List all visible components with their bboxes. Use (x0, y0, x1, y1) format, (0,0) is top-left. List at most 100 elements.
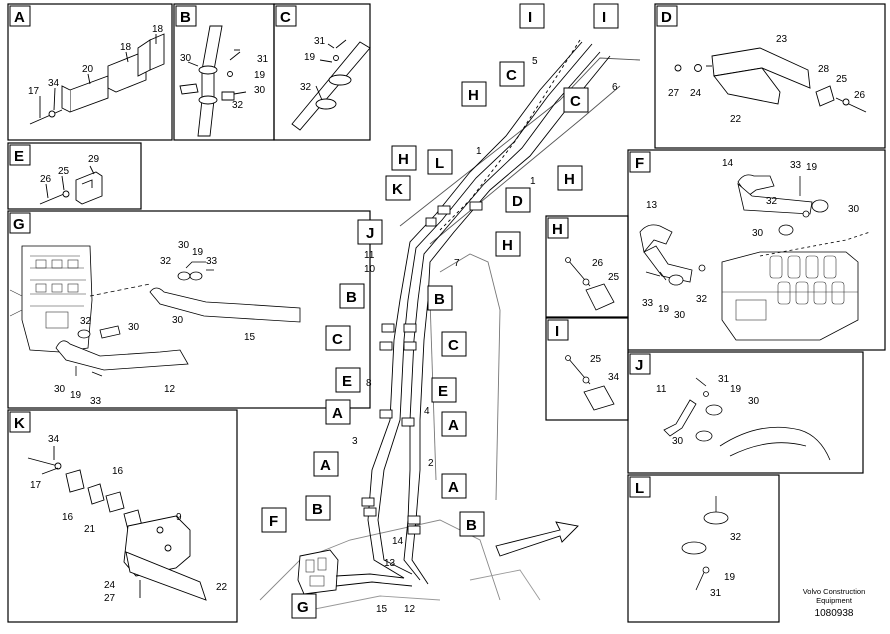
panel-c-labels: 31 19 32 (300, 36, 326, 93)
panel-g-drawing (9, 245, 301, 377)
main-part-label: 14 (392, 536, 404, 547)
panel-g-part-label: 15 (244, 332, 256, 343)
panel-f-part-label: 14 (722, 158, 734, 169)
main-part-label: 7 (454, 258, 460, 269)
panel-g-part-label: 32 (80, 316, 92, 327)
figure-footer: Volvo Construction Equipment 1080938 (803, 587, 866, 619)
panel-j-frame (627, 351, 864, 474)
panel-d-part-label: 27 (668, 88, 680, 99)
panel-g-part-label: 33 (206, 256, 218, 267)
panel-i-drawing (565, 355, 615, 411)
panel-k-part-label: 21 (84, 524, 96, 535)
panel-k-part-label: 16 (112, 466, 124, 477)
main-callouts: I I C H C H H L K D H J B B C C E E A A … (261, 3, 619, 619)
panel-f-part-label: 32 (696, 294, 708, 305)
panel-b-part-label: 31 (257, 54, 269, 65)
panel-d-frame (654, 3, 886, 149)
panel-e-part-label: 25 (58, 166, 70, 177)
panel-c-part-label: 31 (314, 36, 326, 47)
panel-a-part-label: 20 (82, 64, 94, 75)
main-part-label: 1 (530, 176, 536, 187)
callout-c: C (332, 331, 343, 348)
panel-h-part-label: 25 (608, 272, 620, 283)
panel-c-part-label: 19 (304, 52, 316, 63)
panel-letter-j: J (635, 357, 643, 374)
panel-letter-e: E (14, 148, 24, 165)
callout-g: G (297, 599, 309, 616)
panel-letter-a: A (14, 9, 25, 26)
callout-c: C (506, 67, 517, 84)
panel-f-part-label: 30 (752, 228, 764, 239)
callout-b: B (466, 517, 477, 534)
callout-f: F (269, 513, 278, 530)
panel-l-frame (627, 474, 780, 623)
panel-l-part-label: 19 (724, 572, 736, 583)
panel-i-part-label: 34 (608, 372, 620, 383)
panel-e-part-label: 26 (40, 174, 52, 185)
panel-b-part-label: 30 (254, 85, 266, 96)
panel-b-part-label: 32 (232, 100, 244, 111)
panel-j-part-label: 30 (748, 396, 760, 407)
callout-b: B (434, 291, 445, 308)
panel-f-drawing (639, 174, 871, 341)
main-part-label: 1 (476, 146, 482, 157)
panel-i-part-label: 25 (590, 354, 602, 365)
callout-h: H (398, 151, 409, 168)
panel-f-part-label: 30 (848, 204, 860, 215)
panel-h-drawing (565, 257, 615, 311)
panel-letter-g: G (13, 216, 25, 233)
panel-d-part-label: 22 (730, 114, 742, 125)
panel-b-drawing (179, 25, 247, 137)
callout-b: B (346, 289, 357, 306)
panel-f-part-label: 13 (646, 200, 658, 211)
panel-b-part-label: 19 (254, 70, 266, 81)
callout-a: A (448, 417, 459, 434)
callout-h: H (564, 171, 575, 188)
panel-j-part-label: 19 (730, 384, 742, 395)
panel-l-part-label: 32 (730, 532, 742, 543)
panel-a-labels: 18 18 20 34 17 (28, 24, 164, 97)
panel-g-labels: 30 19 33 32 30 15 32 30 30 19 33 12 (54, 240, 256, 407)
main-part-label: 6 (612, 82, 618, 93)
panel-f-part-label: 30 (674, 310, 686, 321)
panel-k-labels: 34 17 16 16 21 9 24 27 22 (30, 434, 228, 604)
main-part-labels: 5 6 1 1 7 11 10 8 4 3 2 14 13 15 12 (352, 56, 618, 615)
panel-f-part-label: 33 (790, 160, 802, 171)
callout-c: C (448, 337, 459, 354)
panel-g-part-label: 32 (160, 256, 172, 267)
panel-f-labels: 14 33 19 13 32 30 30 33 19 30 32 (642, 158, 860, 321)
panel-h-frame (545, 215, 629, 318)
panel-b-labels: 31 30 19 30 32 (180, 53, 269, 111)
panel-i-labels: 25 34 (590, 354, 620, 383)
panel-j-drawing (663, 377, 831, 461)
panel-g-part-label: 19 (192, 247, 204, 258)
panel-letter-d: D (661, 9, 672, 26)
panel-e-frame (7, 142, 142, 210)
panel-k-part-label: 34 (48, 434, 60, 445)
panel-g-part-label: 19 (70, 390, 82, 401)
callout-c: C (570, 93, 581, 110)
panel-c-drawing (291, 39, 371, 131)
panel-g-part-label: 12 (164, 384, 176, 395)
panel-a-part-label: 17 (28, 86, 40, 97)
panel-a-drawing (29, 33, 165, 125)
callout-l: L (435, 155, 444, 172)
panel-d-part-label: 28 (818, 64, 830, 75)
panel-d-part-label: 24 (690, 88, 702, 99)
panel-g-part-label: 30 (54, 384, 66, 395)
panel-letters: A B C E G K D F H I J L (9, 5, 678, 498)
panel-g-part-label: 30 (172, 315, 184, 326)
panel-a-part-label: 18 (152, 24, 164, 35)
panel-l-part-label: 31 (710, 588, 722, 599)
footer-line2: Equipment (816, 596, 853, 605)
panel-h-part-label: 26 (592, 258, 604, 269)
panel-c-part-label: 32 (300, 82, 312, 93)
panel-k-frame (7, 409, 238, 623)
main-part-label: 2 (428, 458, 434, 469)
callout-b: B (312, 501, 323, 518)
main-part-label: 3 (352, 436, 358, 447)
panel-l-drawing (681, 496, 729, 591)
panel-k-part-label: 9 (176, 512, 182, 523)
callout-i: I (528, 9, 532, 26)
